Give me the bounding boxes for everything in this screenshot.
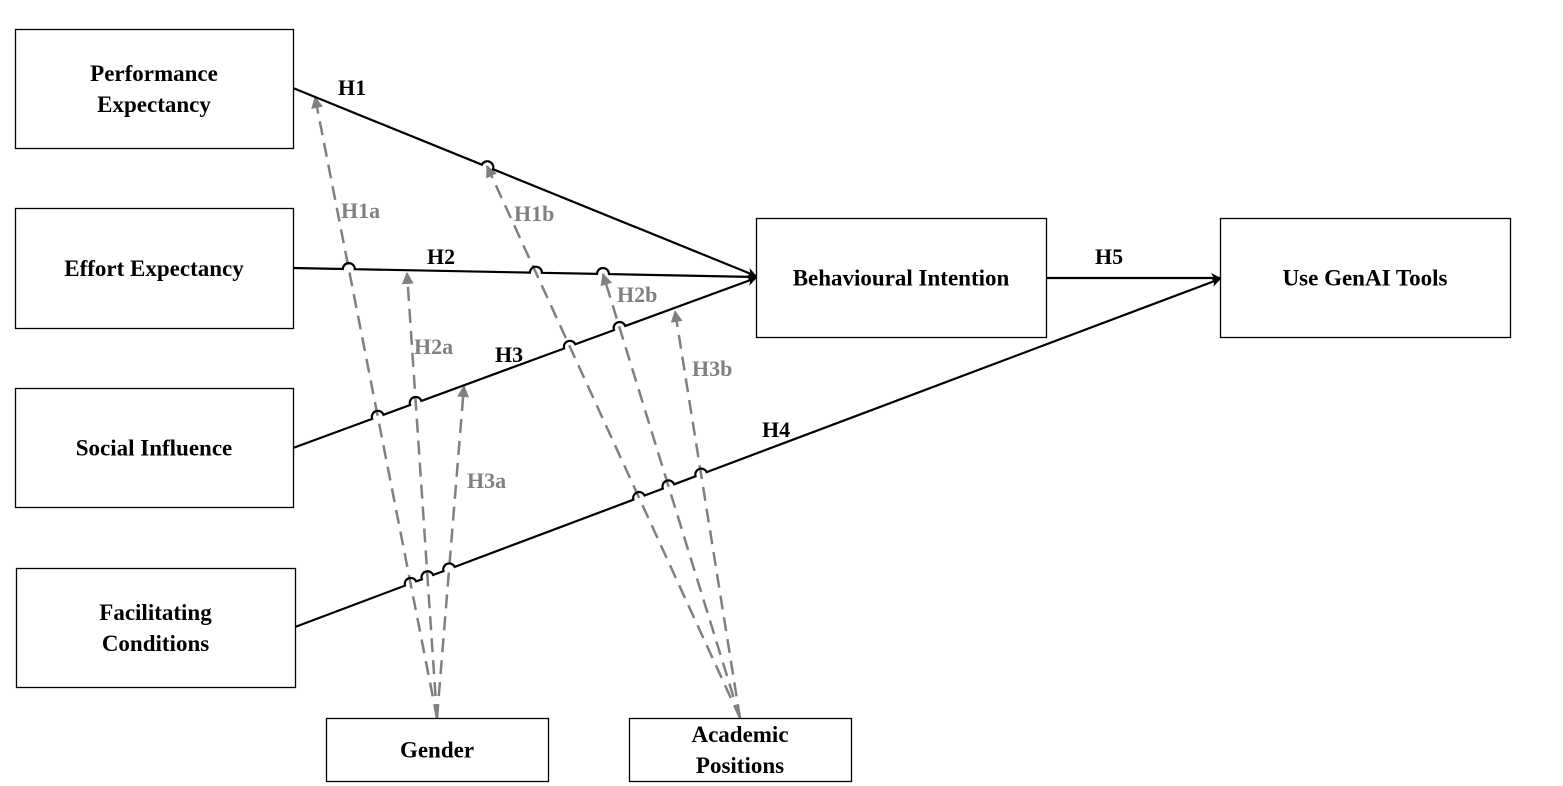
hypothesis-label-h2: H2 xyxy=(427,244,455,269)
construct-label-fc-1: Facilitating xyxy=(99,600,212,625)
construct-box-gender xyxy=(325,717,550,783)
moderation-arrow-h3b xyxy=(670,310,742,719)
hypothesis-label-h1b: H1b xyxy=(514,201,554,226)
construct-label-gender-1: Gender xyxy=(400,738,474,763)
direct-paths-layer xyxy=(292,86,1221,629)
construct-label-fc-2: Conditions xyxy=(102,631,209,656)
moderation-arrow-h1b xyxy=(485,165,742,719)
direct-arrow-h3 xyxy=(292,276,757,450)
construct-label-academic-1: Academic xyxy=(691,722,788,747)
moderation-arrow-h2a xyxy=(401,272,439,719)
construct-box-pe xyxy=(14,28,295,150)
construct-label-si-1: Social Influence xyxy=(76,436,233,461)
direct-arrow-h1 xyxy=(292,86,757,278)
moderation-arrow-h1a xyxy=(311,96,439,719)
hypothesis-label-h1a: H1a xyxy=(341,198,380,223)
construct-box-ee xyxy=(14,207,295,330)
construct-label-academic-2: Positions xyxy=(696,753,784,778)
construct-box-use xyxy=(1219,217,1512,339)
construct-box-bi xyxy=(755,217,1048,339)
hypothesis-label-h3a: H3a xyxy=(467,468,506,493)
construct-bi: Behavioural Intention xyxy=(755,217,1048,339)
hypothesis-label-h1: H1 xyxy=(338,75,366,100)
moderation-arrow-h3a xyxy=(435,385,470,719)
construct-gender: Gender xyxy=(325,717,550,783)
construct-use: Use GenAI Tools xyxy=(1219,217,1512,339)
hypothesis-label-h2b: H2b xyxy=(617,282,657,307)
hypothesis-label-h3: H3 xyxy=(495,342,523,367)
hypothesis-label-h3b: H3b xyxy=(692,356,732,381)
moderation-paths-layer xyxy=(311,96,742,719)
construct-label-use-1: Use GenAI Tools xyxy=(1283,266,1448,291)
construct-label-ee-1: Effort Expectancy xyxy=(64,256,244,281)
hypothesis-label-h4: H4 xyxy=(762,417,790,442)
construct-box-si xyxy=(14,387,295,509)
moderation-arrow-h2b xyxy=(600,273,742,719)
construct-ee: Effort Expectancy xyxy=(14,207,295,330)
construct-label-pe-1: Performance xyxy=(90,61,218,86)
hypothesis-label-h2a: H2a xyxy=(414,334,453,359)
construct-si: Social Influence xyxy=(14,387,295,509)
direct-arrow-h4 xyxy=(294,277,1221,629)
hypothesis-label-h5: H5 xyxy=(1095,244,1123,269)
construct-label-bi-1: Behavioural Intention xyxy=(793,266,1010,291)
direct-arrow-h2 xyxy=(292,262,757,282)
construct-label-pe-2: Expectancy xyxy=(97,92,211,117)
construct-box-fc xyxy=(15,567,297,689)
construct-box-academic xyxy=(628,717,853,783)
